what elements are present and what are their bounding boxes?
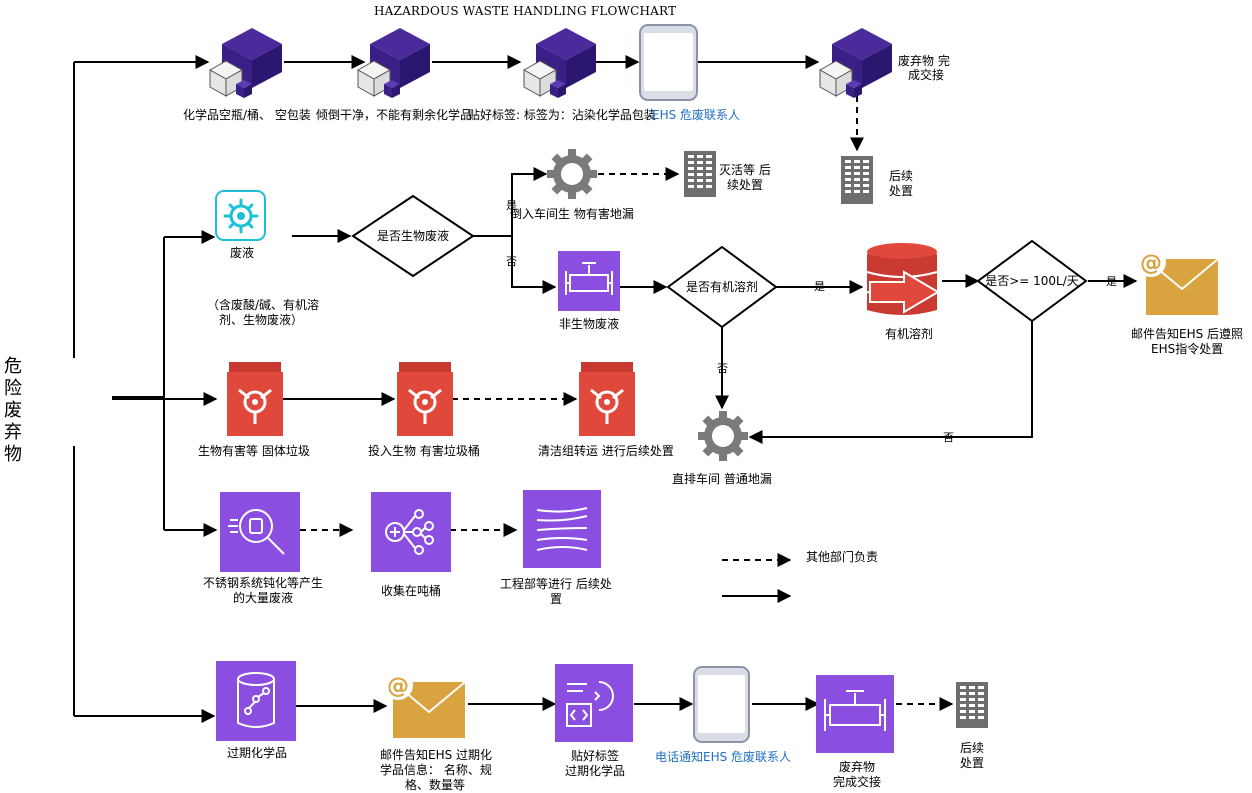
label-empty-containers: 化学品空瓶/桶、 空包装: [183, 108, 311, 122]
decision-bio-shape: [351, 194, 475, 278]
label-followup-a: 后续: [889, 169, 914, 183]
label-mail-expired-a: 邮件告知EHS 过期化: [380, 748, 493, 762]
building-icon-3: [956, 682, 988, 728]
label-handover2-b: 完成交接: [833, 775, 882, 789]
tag-icon-expired: [555, 664, 633, 742]
box-icon-2: [356, 28, 430, 98]
mail-icon-expired: @: [383, 670, 466, 738]
label-tag-expired-a: 贴好标签: [571, 749, 620, 763]
label-mail-ehs-a: 邮件告知EHS 后遵照: [1131, 327, 1244, 341]
bin-icon-3: [579, 362, 635, 436]
mail-icon-ehs: @: [1136, 247, 1219, 315]
pipe-icon-nonbio: [558, 251, 620, 311]
label-yes-volume: 是: [1106, 275, 1117, 288]
chart-title: HAZARDOUS WASTE HANDLING FLOWCHART: [374, 4, 677, 18]
label-drain: 直排车间 普通地漏: [672, 472, 772, 486]
box-icon-4: [818, 28, 892, 98]
label-expired-chem: 过期化学品: [227, 746, 288, 760]
label-waste-liquid: 废液: [230, 246, 255, 260]
decision-organic-text: 是否有机溶剂: [685, 280, 758, 294]
decision-volume-shape: [976, 239, 1088, 323]
inspect-icon: [220, 492, 300, 572]
label-bio-drain: 倒入车间生 物有害地漏: [510, 207, 634, 221]
pipe-icon-handover: [816, 675, 894, 753]
gear-icon-drain: [698, 411, 748, 461]
legend-dashed-label: 其他部门负责: [806, 550, 879, 564]
label-engineering-b: 置: [550, 592, 563, 606]
db-icon-expired: [216, 661, 296, 741]
waste-liquid-icon: [215, 190, 266, 241]
decision-organic-shape: [666, 245, 778, 329]
tablet-icon-2: [693, 666, 750, 743]
label-tag-expired-b: 过期化学品: [565, 764, 626, 778]
label-followup2-a: 后续: [960, 741, 985, 755]
label-mail-expired-b: 学品信息： 名称、规: [380, 763, 492, 777]
label-handover2-a: 废弃物: [839, 760, 876, 774]
gear-icon-bio: [547, 149, 597, 199]
label-inactivate-a: 灭活等 后: [719, 163, 771, 177]
label-bio-bin: 投入生物 有害垃圾桶: [368, 444, 480, 458]
building-icon-1: [841, 156, 873, 204]
box-icon-1: [208, 28, 282, 98]
label-cleaning-transfer: 清洁组转运 进行后续处置: [538, 444, 674, 458]
label-waste-note-b: 剂、生物废液）: [219, 313, 304, 327]
label-yes-organic: 是: [814, 280, 825, 293]
label-waste-note-a: （含废酸/碱、有机溶: [207, 298, 320, 312]
decision-volume-text: 是否>= 100L/天: [985, 274, 1079, 288]
svg-text:@: @: [1140, 251, 1162, 276]
stream-icon: [523, 490, 601, 568]
label-passivation-b: 的大量废液: [233, 591, 294, 605]
label-no-organic: 否: [717, 362, 728, 375]
label-non-bio: 非生物废液: [559, 317, 620, 331]
label-pour-clean: 倾倒干净，不能有剩余化学品: [316, 108, 473, 122]
label-tote: 收集在吨桶: [381, 584, 442, 598]
building-icon-2: [684, 151, 716, 197]
label-inactivate-b: 续处置: [727, 178, 764, 192]
label-phone-ehs: 电话通知EHS 危废联系人: [655, 750, 792, 764]
label-ehs-contact: EHS 危废联系人: [652, 108, 741, 122]
label-handover-a: 废弃物 完: [898, 54, 950, 68]
tablet-icon-1: [639, 24, 698, 101]
label-engineering-a: 工程部等进行 后续处: [500, 577, 612, 591]
collect-icon: [371, 492, 451, 572]
side-label: 危险废弃物: [4, 356, 22, 465]
svg-text:@: @: [387, 674, 409, 699]
label-followup-b: 处置: [889, 184, 914, 198]
label-handover-b: 成交接: [908, 68, 945, 82]
label-organic: 有机溶剂: [885, 327, 934, 341]
label-mail-expired-c: 格、数量等: [405, 778, 466, 792]
box-icon-3: [522, 28, 596, 98]
label-no-volume: 否: [943, 431, 954, 444]
bin-icon-2: [397, 362, 453, 436]
bin-icon-1: [227, 362, 283, 436]
label-passivation-a: 不锈钢系统钝化等产生: [203, 576, 324, 590]
database-icon-organic: [866, 243, 940, 315]
label-bio-solid: 生物有害等 固体垃圾: [198, 444, 310, 458]
label-attach-tag: 贴好标签: 标签为：沾染化学品包装: [468, 108, 656, 122]
label-yes-bio: 是: [506, 199, 517, 212]
label-no-bio: 否: [506, 255, 517, 268]
label-followup2-b: 处置: [960, 756, 985, 770]
label-mail-ehs-b: EHS指令处置: [1151, 342, 1224, 356]
decision-bio-text: 是否生物废液: [376, 229, 449, 243]
